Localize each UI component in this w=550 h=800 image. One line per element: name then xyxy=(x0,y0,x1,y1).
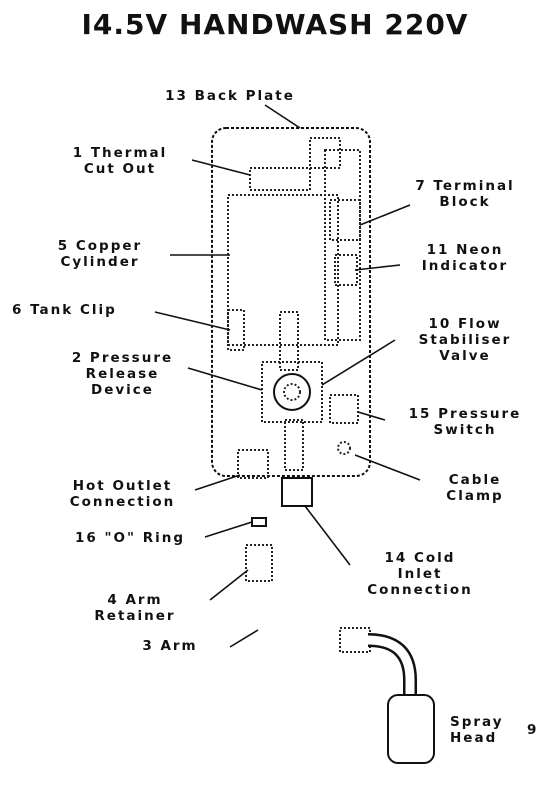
label-arm-retainer-2: Retainer xyxy=(94,608,176,624)
label-pressure-release-2: Release xyxy=(85,366,160,382)
label-neon-indicator-1: 11 Neon xyxy=(426,242,504,258)
back-plate-shape xyxy=(211,127,371,477)
label-cable-clamp-2: Clamp xyxy=(446,488,504,504)
leader-cable-clamp xyxy=(354,454,421,481)
leader-arm-retainer xyxy=(209,569,249,601)
leader-o-ring xyxy=(204,521,253,538)
internal-pipe-shape xyxy=(279,311,299,371)
label-terminal-block-2: Block xyxy=(439,194,491,210)
label-spray-head-2: Head xyxy=(450,730,498,746)
label-neon-indicator-2: Indicator xyxy=(421,258,509,274)
label-cable-clamp-1: Cable xyxy=(448,472,502,488)
leader-neon xyxy=(354,264,401,271)
label-hot-outlet-2: Connection xyxy=(69,494,176,510)
leader-pressure-release xyxy=(187,367,263,391)
right-column-shape xyxy=(324,149,361,341)
valve-core-shape xyxy=(283,383,301,401)
lower-pipe-shape xyxy=(284,419,304,471)
label-cold-inlet-1: 14 Cold xyxy=(384,550,456,566)
leader-pressure-switch xyxy=(357,411,386,421)
label-pressure-switch-1: 15 Pressure xyxy=(408,406,522,422)
leader-cold-inlet xyxy=(304,505,351,566)
label-thermal-cut-out-2: Cut Out xyxy=(83,161,157,177)
spray-head-shape xyxy=(387,694,435,764)
leader-arm xyxy=(229,629,259,648)
label-cold-inlet-2: Inlet xyxy=(397,566,443,582)
label-copper-cylinder-2: Cylinder xyxy=(60,254,140,270)
hot-outlet-stem xyxy=(237,449,269,479)
diagram-title: I4.5V HANDWASH 220V xyxy=(81,8,469,41)
label-o-ring: 16 "O" Ring xyxy=(74,530,186,546)
o-ring-shape xyxy=(251,517,267,527)
pressure-switch-knob xyxy=(337,441,351,455)
label-cold-inlet-3: Connection xyxy=(367,582,473,598)
label-hot-outlet-1: Hot Outlet xyxy=(72,478,173,494)
label-copper-cylinder-1: 5 Copper xyxy=(57,238,143,254)
label-flow-valve-3: Valve xyxy=(439,348,491,364)
terminal-block-shape xyxy=(329,199,361,241)
leader-terminal xyxy=(359,204,411,226)
leader-hot-outlet xyxy=(194,474,241,491)
label-flow-valve-2: Stabiliser xyxy=(418,332,512,348)
label-terminal-block-1: 7 Terminal xyxy=(415,178,515,194)
thermal-cut-out-shape xyxy=(249,167,311,191)
label-pressure-release-1: 2 Pressure xyxy=(71,350,174,366)
label-arm-retainer-1: 4 Arm xyxy=(107,592,163,608)
label-tank-clip: 6 Tank Clip xyxy=(12,302,117,318)
valve-block-shape xyxy=(261,361,323,423)
arm-shape-inner xyxy=(253,582,345,645)
arm-retainer-shape xyxy=(245,544,273,582)
label-pressure-switch-2: Switch xyxy=(433,422,497,438)
label-flow-valve-1: 10 Flow xyxy=(428,316,502,332)
label-arm: 3 Arm xyxy=(142,638,198,654)
label-spray-head-1: Spray xyxy=(450,714,504,730)
arm-curve-inner xyxy=(367,635,415,695)
leader-tank-clip xyxy=(154,311,231,331)
label-thermal-cut-out-1: 1 Thermal xyxy=(72,145,168,161)
top-right-fitting-shape xyxy=(309,137,341,169)
leader-thermal xyxy=(191,159,251,176)
valve-disc-shape xyxy=(273,373,311,411)
copper-cylinder-shape xyxy=(227,194,339,346)
leader-back-plate xyxy=(264,104,301,129)
label-back-plate: 13 Back Plate xyxy=(165,88,295,104)
cold-inlet-shape xyxy=(281,477,313,507)
pressure-switch-shape xyxy=(329,394,359,424)
label-spray-head-number: 9 xyxy=(527,722,539,738)
label-pressure-release-3: Device xyxy=(91,382,154,398)
leader-flow-valve xyxy=(321,339,396,386)
